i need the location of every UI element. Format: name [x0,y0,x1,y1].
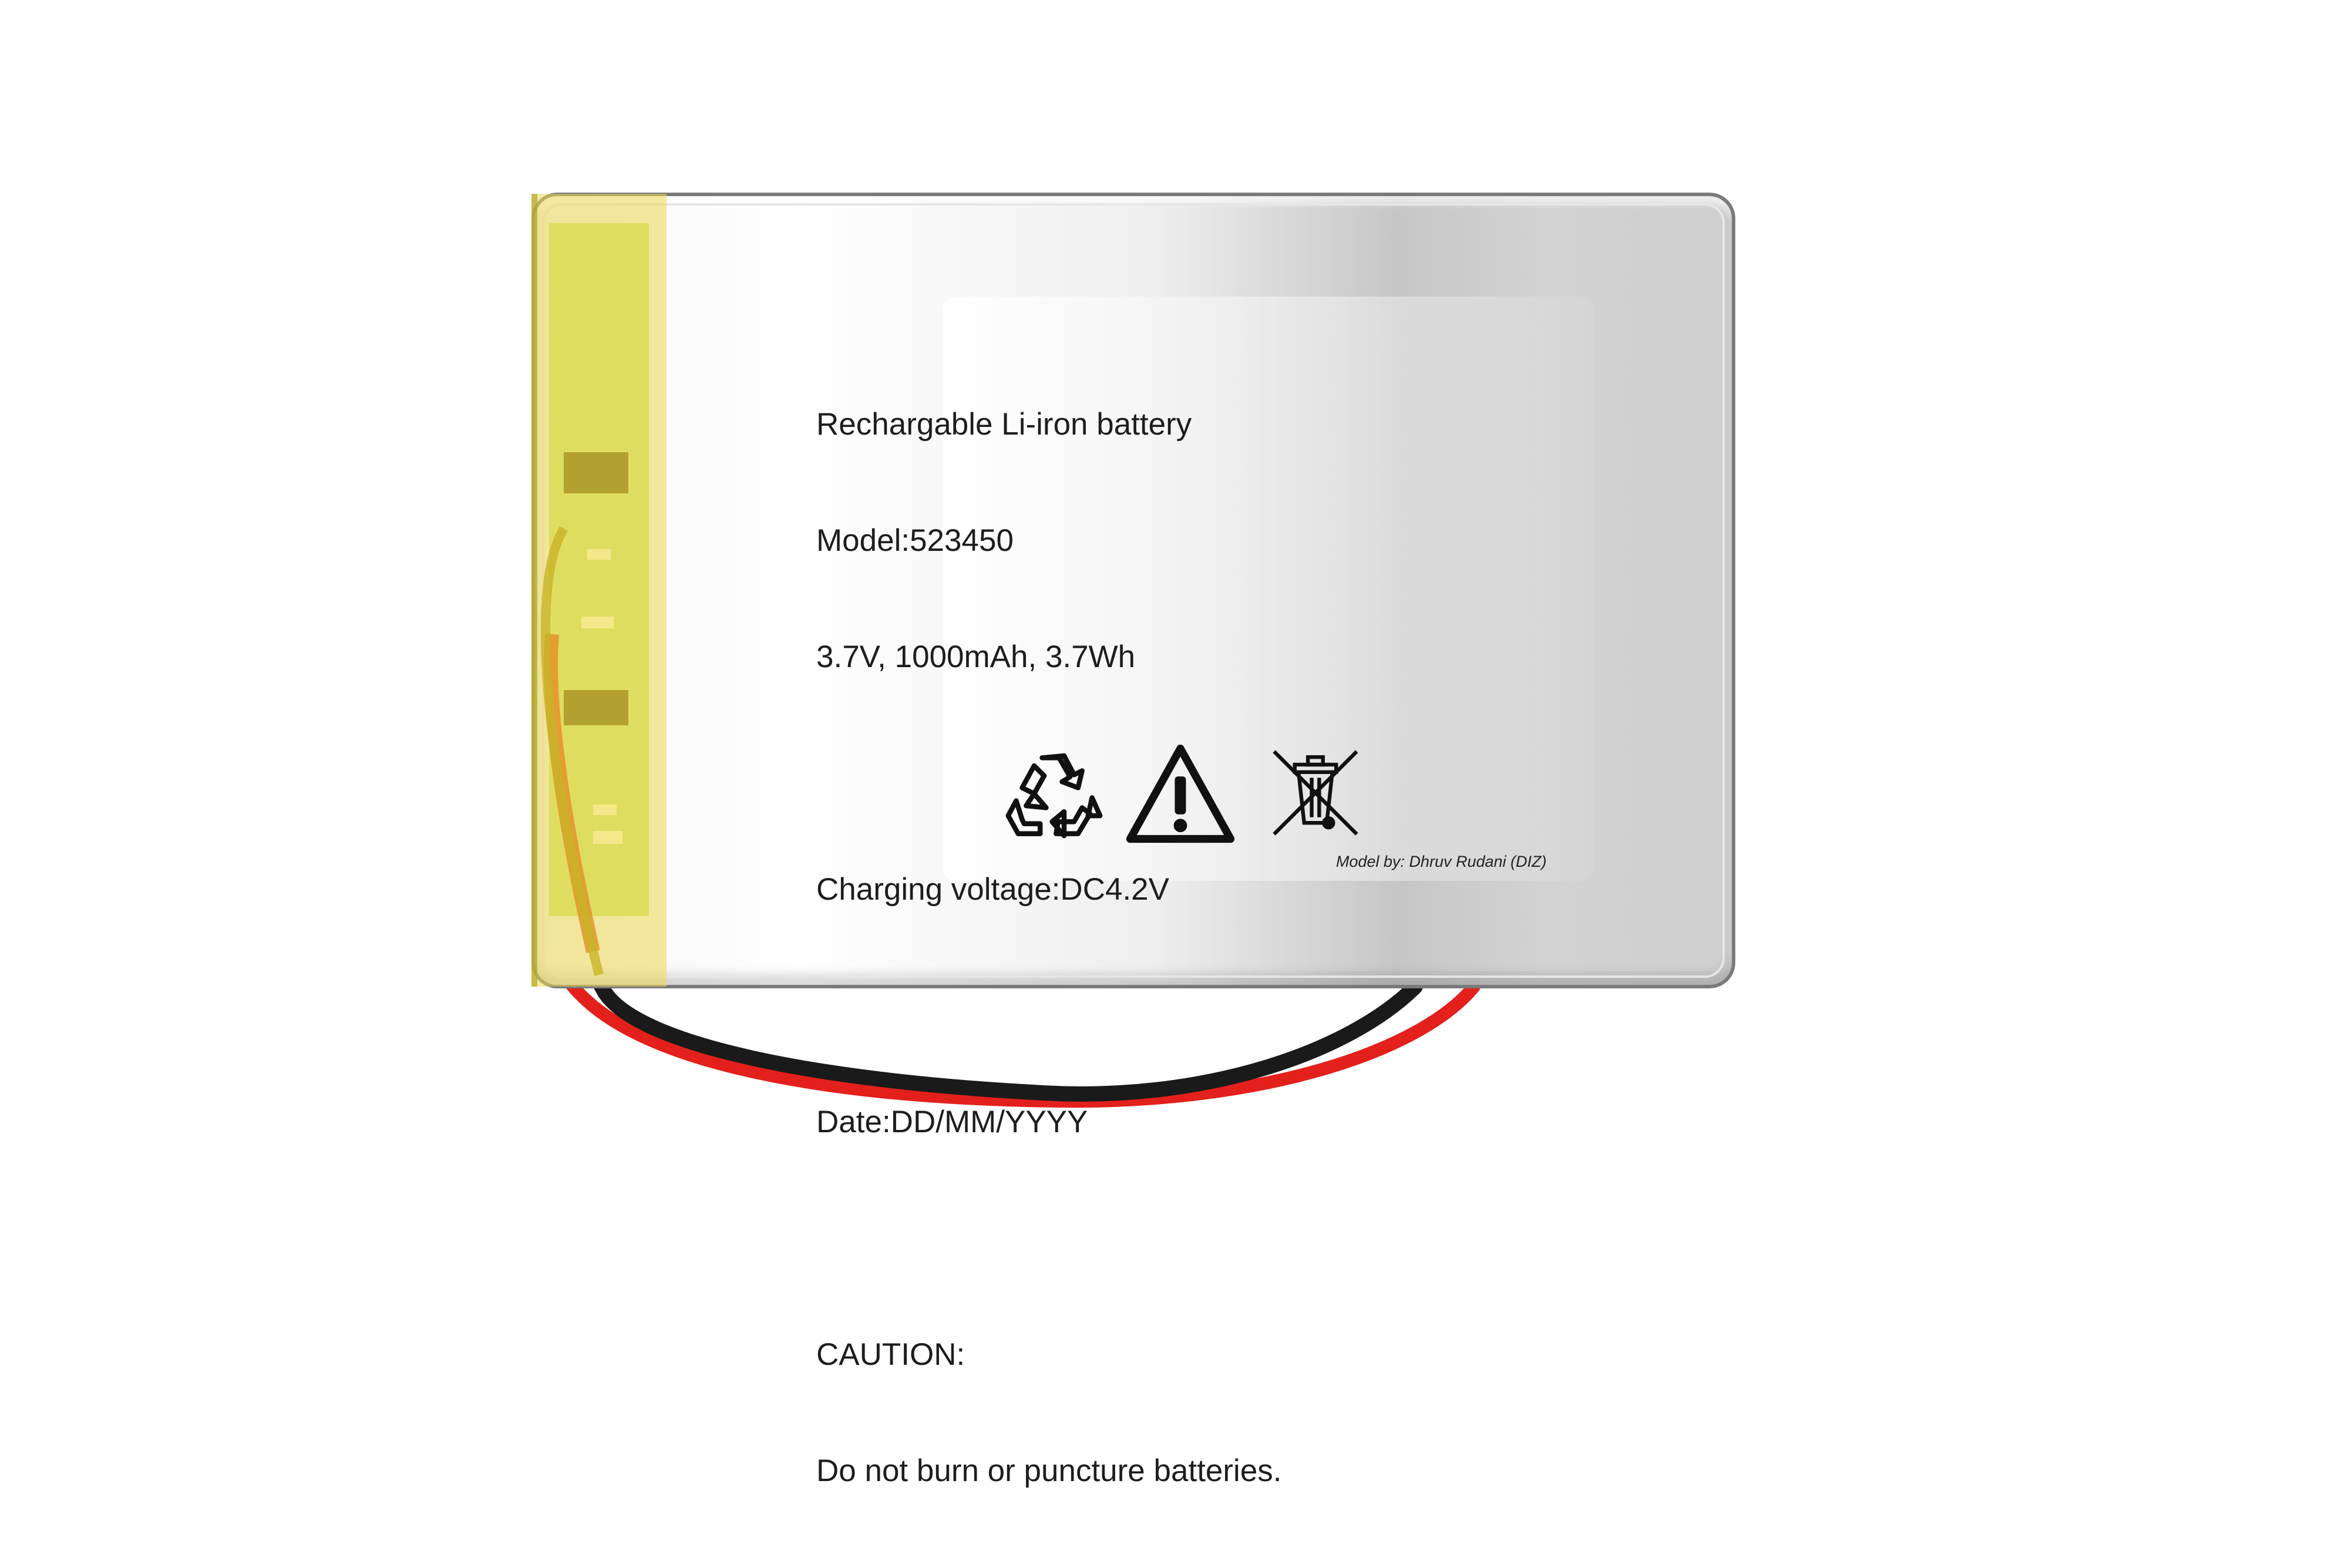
label-date: Date:DD/MM/YYYY [816,1105,1088,1139]
label-model: Model:523450 [816,523,1014,558]
model-credit: Model by: Dhruv Rudani (DIZ) [1336,853,1547,870]
label-caution-text: Do not burn or puncture batteries. [816,1453,1282,1488]
label-charging-voltage: Charging voltage:DC4.2V [816,872,1170,907]
warning-icon [1125,743,1236,846]
crossed-bin-icon [1268,746,1362,840]
printed-label [943,297,1594,881]
kapton-tape [531,194,667,987]
label-caution-heading: CAUTION: [816,1337,965,1372]
recycle-icon [1001,746,1107,846]
battery-scene: Rechargable Li-iron battery Model:523450… [531,193,1735,1488]
label-rating: 3.7V, 1000mAh, 3.7Wh [816,640,1136,674]
label-text: Rechargable Li-iron battery Model:523450… [816,328,1282,1568]
label-title: Rechargable Li-iron battery [816,407,1192,442]
